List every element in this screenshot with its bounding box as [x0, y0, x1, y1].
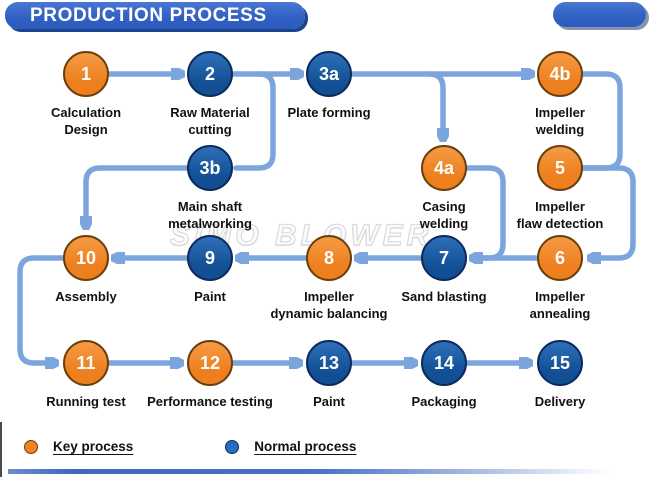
node-3a-number: 3a	[318, 63, 340, 84]
node-2: 2 Raw Material cutting	[140, 51, 280, 138]
node-3a-circle: 3a	[306, 51, 352, 97]
node-4b-number: 4b	[549, 63, 571, 84]
node-7-label: Sand blasting	[401, 289, 487, 304]
node-12-circle: 12	[187, 340, 233, 386]
node-15-circle: 15	[537, 340, 583, 386]
legend: Key process Normal process	[24, 439, 356, 454]
key-process-dot-icon	[24, 439, 38, 454]
node-9: 9 Paint	[140, 235, 280, 306]
node-1-label: Calculation Design	[50, 105, 122, 137]
node-7: 7 Sand blasting	[374, 235, 514, 306]
node-13-circle: 13	[306, 340, 352, 386]
node-14-number: 14	[433, 352, 455, 373]
normal-process-dot-icon	[225, 439, 240, 454]
node-3b: 3b Main shaft metalworking	[140, 145, 280, 232]
node-8-circle: 8	[306, 235, 352, 281]
node-11-circle: 11	[63, 340, 109, 386]
node-8-number: 8	[323, 247, 334, 268]
node-4a-number: 4a	[433, 157, 455, 178]
node-1-circle: 1	[63, 51, 109, 97]
node-3b-circle: 3b	[187, 145, 233, 191]
node-5-label: Impeller flaw detection	[516, 199, 604, 231]
node-15-label: Delivery	[534, 394, 586, 409]
node-6-circle: 6	[537, 235, 583, 281]
node-3a: 3a Plate forming	[259, 51, 399, 122]
node-12-number: 12	[199, 352, 221, 373]
node-3b-label: Main shaft metalworking	[168, 199, 252, 231]
edge-5-6	[580, 165, 636, 258]
node-13-label: Paint	[313, 394, 345, 409]
node-4a-label: Casing welding	[419, 199, 469, 231]
node-15: 15 Delivery	[490, 340, 630, 411]
node-6-number: 6	[554, 247, 565, 268]
header-accent-bar	[553, 2, 646, 27]
node-12: 12 Performance testing	[140, 340, 280, 411]
node-5-circle: 5	[537, 145, 583, 191]
node-13-number: 13	[318, 352, 340, 373]
legend-item-key-process: Key process	[24, 439, 133, 454]
node-1: 1 Calculation Design	[16, 51, 156, 138]
node-5: 5 Impeller flaw detection	[490, 145, 630, 232]
node-9-label: Paint	[194, 289, 226, 304]
node-6-label: Impeller annealing	[529, 289, 591, 321]
legend-key-process-label: Key process	[53, 439, 134, 454]
node-10-label: Assembly	[55, 289, 117, 304]
node-1-number: 1	[80, 63, 91, 84]
node-15-number: 15	[549, 352, 571, 373]
node-4b-label: Impeller welding	[535, 105, 585, 137]
node-10-circle: 10	[63, 235, 109, 281]
node-2-label: Raw Material cutting	[170, 105, 250, 137]
edge-3b-10	[86, 165, 190, 227]
node-5-number: 5	[554, 157, 565, 178]
legend-item-normal-process: Normal process	[225, 439, 356, 454]
node-14-circle: 14	[421, 340, 467, 386]
node-11: 11 Running test	[16, 340, 156, 411]
node-8: 8 Impeller dynamic balancing	[259, 235, 399, 322]
node-13: 13 Paint	[259, 340, 399, 411]
node-8-label: Impeller dynamic balancing	[270, 289, 388, 321]
node-9-number: 9	[204, 247, 215, 268]
legend-normal-process-label: Normal process	[254, 439, 357, 454]
node-14: 14 Packaging	[374, 340, 514, 411]
title-bar: PRODUCTION PROCESS	[5, 2, 305, 29]
node-2-circle: 2	[187, 51, 233, 97]
node-11-label: Running test	[46, 394, 126, 409]
node-7-circle: 7	[421, 235, 467, 281]
node-3b-number: 3b	[199, 157, 221, 178]
edge-2-3b	[233, 71, 276, 171]
node-10-number: 10	[75, 247, 97, 268]
node-14-label: Packaging	[411, 394, 477, 409]
left-edge-line	[0, 422, 2, 477]
node-6: 6 Impeller annealing	[490, 235, 630, 322]
edge-10-11	[17, 255, 66, 363]
footer-accent-bar	[8, 469, 628, 474]
node-4b: 4b Impeller welding	[490, 51, 630, 138]
node-11-number: 11	[76, 352, 96, 373]
node-10: 10 Assembly	[16, 235, 156, 306]
node-4a: 4a Casing welding	[374, 145, 514, 232]
node-4a-circle: 4a	[421, 145, 467, 191]
node-2-number: 2	[204, 63, 215, 84]
edge-3a-4a	[426, 71, 443, 139]
node-7-number: 7	[438, 247, 449, 268]
node-9-circle: 9	[187, 235, 233, 281]
node-4b-circle: 4b	[537, 51, 583, 97]
node-12-label: Performance testing	[147, 394, 273, 409]
node-3a-label: Plate forming	[287, 105, 371, 120]
page-title: PRODUCTION PROCESS	[30, 4, 267, 26]
